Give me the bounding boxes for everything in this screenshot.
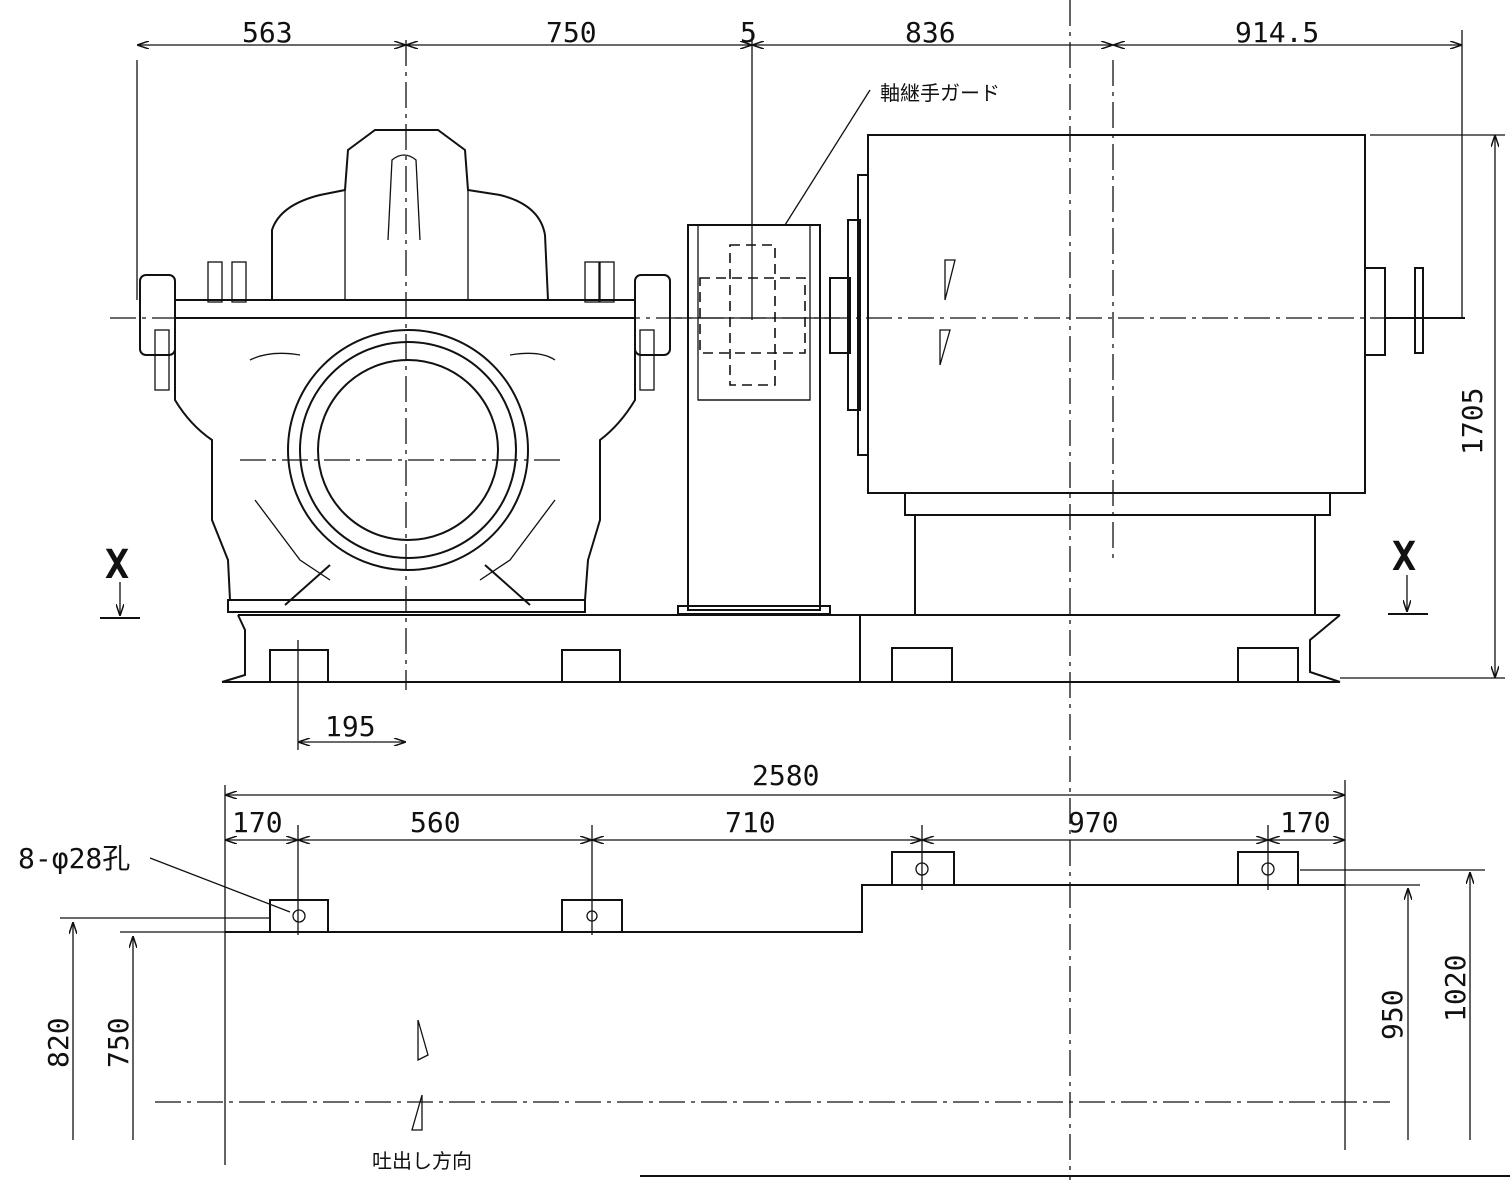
dim-1705: 1705 xyxy=(1456,388,1489,455)
dim-170-left: 170 xyxy=(232,806,283,839)
dim-750-top: 750 xyxy=(546,16,597,49)
center-lines xyxy=(110,0,1460,1180)
dim-914-5: 914.5 xyxy=(1235,16,1319,49)
dim-750-left: 750 xyxy=(102,1017,135,1068)
dim-170-right: 170 xyxy=(1280,806,1331,839)
coupling-guard-label: 軸継手ガード xyxy=(880,81,1000,105)
section-marks: X X xyxy=(100,534,1428,619)
dim-1020: 1020 xyxy=(1439,955,1472,1022)
common-base: 195 xyxy=(221,614,1341,750)
dim-560: 560 xyxy=(410,806,461,839)
dim-970: 970 xyxy=(1068,806,1119,839)
plan-heights: 820 750 950 1020 xyxy=(42,869,1485,1140)
pump xyxy=(139,129,671,613)
dim-950: 950 xyxy=(1376,989,1409,1040)
dim-2580: 2580 xyxy=(752,759,819,792)
section-mark-right: X xyxy=(1392,534,1416,580)
dim-836: 836 xyxy=(905,16,956,49)
anchor-holes-label: 8-φ28孔 xyxy=(18,842,130,875)
dim-563: 563 xyxy=(242,16,293,49)
discharge-direction-label: 吐出し方向 xyxy=(372,1149,472,1173)
dim-195: 195 xyxy=(325,710,376,743)
dim-820: 820 xyxy=(42,1017,75,1068)
section-mark-left: X xyxy=(105,542,129,588)
height-1705: 1705 xyxy=(1340,134,1505,679)
motor xyxy=(829,134,1465,616)
plan-view: 2580 170 560 710 970 170 8-φ28孔 吐出し方向 xyxy=(18,759,1510,1177)
coupling-guard: 軸継手ガード xyxy=(675,81,1000,615)
dim-5: 5 xyxy=(740,16,757,49)
top-dimension-chain: 563 750 5 836 914.5 xyxy=(136,16,1463,320)
dim-710: 710 xyxy=(725,806,776,839)
